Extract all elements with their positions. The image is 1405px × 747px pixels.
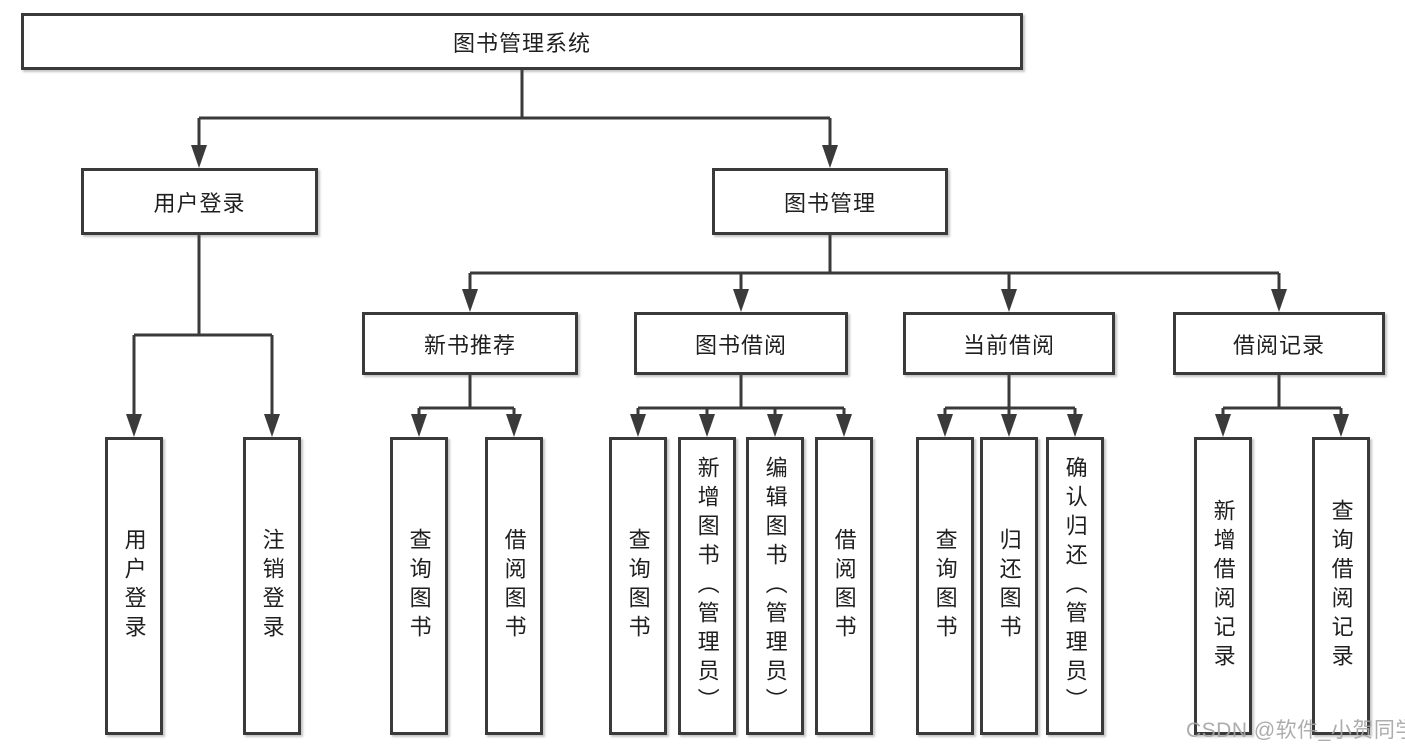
leaf-confirm-return-admin: 确认归还（管理员） — [1046, 437, 1104, 735]
node-new-book-recommend: 新书推荐 — [362, 312, 578, 375]
leaf-borrow-books-recommend-label: 借阅图书 — [501, 528, 527, 644]
leaf-user-login-label: 用户登录 — [121, 528, 147, 644]
connector-userlogin-to-leaves — [126, 235, 280, 437]
leaf-borrow-books-label: 借阅图书 — [831, 528, 857, 644]
node-book-borrow-label: 图书借阅 — [694, 332, 787, 358]
connector-root-to-level2 — [191, 70, 838, 168]
leaf-add-books-admin-label: 新增图书（管理员） — [694, 455, 720, 717]
leaf-query-books-borrow-label: 查询图书 — [625, 528, 651, 644]
connector-borrowrecords-to-leaves — [1215, 375, 1349, 437]
leaf-return-books: 归还图书 — [980, 437, 1038, 735]
node-new-book-recommend-label: 新书推荐 — [423, 332, 516, 358]
node-book-borrow: 图书借阅 — [634, 312, 848, 375]
connector-bookmgmt-to-level3 — [462, 235, 1287, 312]
node-current-borrow: 当前借阅 — [903, 312, 1115, 375]
node-book-management-label: 图书管理 — [783, 190, 876, 216]
leaf-query-books-borrow: 查询图书 — [609, 437, 667, 735]
leaf-query-books-recommend-label: 查询图书 — [406, 528, 432, 644]
node-user-login: 用户登录 — [81, 168, 318, 235]
leaf-edit-books-admin-label: 编辑图书（管理员） — [762, 455, 788, 717]
leaf-query-borrow-record: 查询借阅记录 — [1312, 437, 1370, 735]
csdn-watermark: CSDN @软件_小贺同学 — [1186, 719, 1405, 742]
leaf-edit-books-admin: 编辑图书（管理员） — [746, 437, 804, 735]
node-current-borrow-label: 当前借阅 — [962, 332, 1055, 358]
leaf-add-borrow-record: 新增借阅记录 — [1194, 437, 1252, 735]
leaf-borrow-books: 借阅图书 — [815, 437, 873, 735]
leaf-return-books-label: 归还图书 — [996, 528, 1022, 644]
leaf-user-login: 用户登录 — [105, 437, 163, 735]
leaf-logout: 注销登录 — [243, 437, 301, 735]
connector-newbook-to-leaves — [411, 375, 522, 437]
node-book-management: 图书管理 — [712, 168, 948, 235]
connector-currentborrow-to-leaves — [937, 375, 1083, 437]
leaf-query-books-current-label: 查询图书 — [932, 528, 958, 644]
node-borrow-records-label: 借阅记录 — [1232, 332, 1325, 358]
node-root-system-label: 图书管理系统 — [452, 30, 591, 56]
node-borrow-records: 借阅记录 — [1173, 312, 1385, 375]
leaf-confirm-return-admin-label: 确认归还（管理员） — [1062, 455, 1088, 717]
leaf-borrow-books-recommend: 借阅图书 — [485, 437, 543, 735]
leaf-query-borrow-record-label: 查询借阅记录 — [1328, 499, 1354, 673]
node-root-system: 图书管理系统 — [21, 13, 1023, 70]
leaf-logout-label: 注销登录 — [259, 528, 285, 644]
leaf-add-borrow-record-label: 新增借阅记录 — [1210, 499, 1236, 673]
leaf-query-books-current: 查询图书 — [916, 437, 974, 735]
leaf-add-books-admin: 新增图书（管理员） — [678, 437, 736, 735]
connector-bookborrow-to-leaves — [630, 375, 852, 437]
node-user-login-label: 用户登录 — [153, 190, 246, 216]
leaf-query-books-recommend: 查询图书 — [390, 437, 448, 735]
